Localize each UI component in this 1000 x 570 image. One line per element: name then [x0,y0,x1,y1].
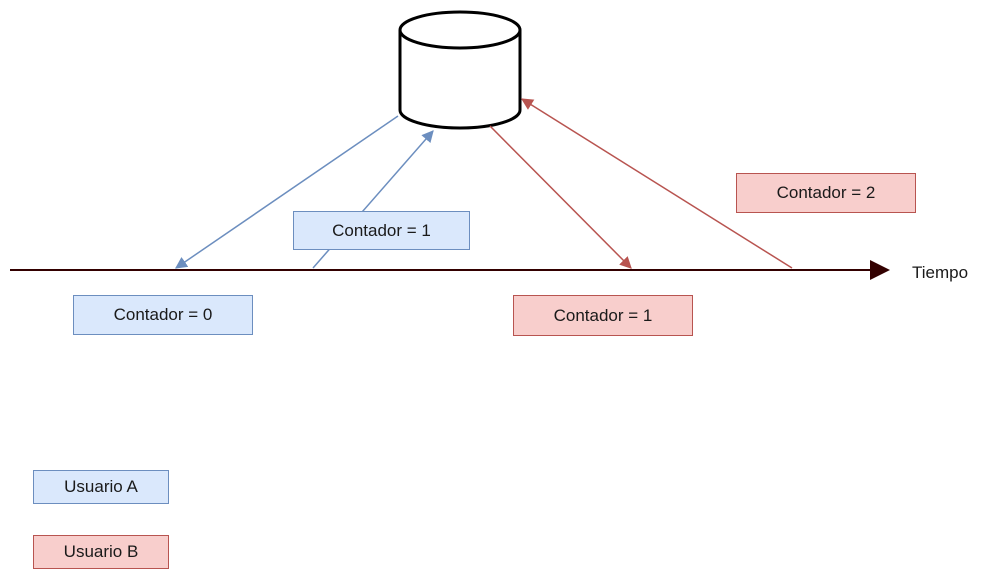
user-b-write-counter-label: Contador = 2 [736,173,916,213]
user-b-read-arrow [489,125,632,269]
database-cylinder-icon [398,10,522,130]
legend-user-a: Usuario A [33,470,169,504]
user-a-write-counter-label: Contador = 1 [293,211,470,250]
user-b-read-counter-label: Contador = 1 [513,295,693,336]
timeline-label: Tiempo [912,263,969,282]
legend-user-b: Usuario B [33,535,169,569]
user-b-write-arrow [520,98,793,269]
user-a-initial-counter-label: Contador = 0 [73,295,253,335]
user-a-read-arrow [175,115,399,269]
